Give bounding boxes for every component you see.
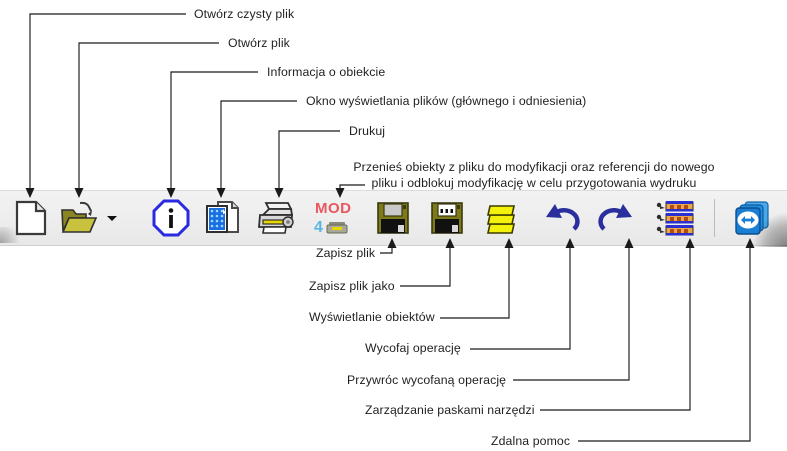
undo-icon — [546, 204, 580, 231]
file-view-window-button[interactable] — [200, 195, 246, 241]
callout-label-save-as: Zapisz plik jako — [309, 279, 395, 293]
callout-label-save: Zapisz plik — [316, 246, 376, 260]
mod-button[interactable]: MOD 4 — [310, 195, 356, 241]
callout-label-open-file: Otwórz plik — [228, 36, 290, 50]
remote-help-button[interactable] — [730, 195, 776, 241]
toolbars-manager-button[interactable] — [652, 195, 698, 241]
object-info-button[interactable] — [148, 195, 194, 241]
callout-label-redo: Przywróc wycofaną operację — [347, 373, 507, 387]
open-file-dropdown[interactable] — [100, 195, 124, 241]
callout-label-remote-help: Zdalna pomoc — [491, 434, 571, 448]
save-icon — [377, 202, 409, 234]
remote-help-icon — [735, 201, 769, 235]
toolbars-manager-icon — [656, 201, 694, 236]
open-folder-icon — [61, 201, 98, 233]
undo-button[interactable] — [538, 195, 584, 241]
callout-label-object-info: Informacja o obiekcie — [267, 65, 386, 79]
new-file-button[interactable] — [8, 195, 54, 241]
toolbar-corner-shadow — [753, 213, 787, 247]
mod-icon-text: MOD — [315, 200, 352, 217]
open-file-button[interactable] — [56, 195, 102, 241]
callout-label-mod: Przenieś obiekty z pliku do modyfikacji … — [353, 160, 715, 190]
new-file-icon — [15, 200, 47, 236]
print-icon — [258, 202, 294, 234]
layers-button[interactable] — [478, 195, 524, 241]
mod-icon: MOD 4 — [314, 200, 352, 236]
save-as-button[interactable] — [424, 195, 470, 241]
callout-label-undo: Wycofaj operację — [365, 341, 461, 355]
file-view-window-icon — [206, 201, 239, 233]
mod-icon-digit: 4 — [314, 219, 323, 236]
chevron-down-icon — [107, 216, 117, 221]
toolbar-separator — [714, 199, 715, 237]
save-as-icon — [431, 202, 463, 234]
callout-label-layers: Wyświetlanie obiektów — [309, 310, 435, 324]
save-button[interactable] — [370, 195, 416, 241]
toolbar: MOD 4 — [0, 190, 787, 247]
callout-label-file-view-window: Okno wyświetlania plików (głównego i odn… — [306, 94, 587, 108]
callout-label-toolbars-manager: Zarządzanie paskami narzędzi — [365, 403, 535, 417]
object-info-icon — [152, 199, 190, 237]
callout-label-print: Drukuj — [349, 124, 386, 138]
callout-label-new-file: Otwórz czysty plik — [194, 7, 295, 21]
layers-icon — [487, 205, 515, 234]
print-button[interactable] — [252, 195, 298, 241]
redo-button[interactable] — [594, 195, 640, 241]
redo-icon — [598, 204, 632, 231]
